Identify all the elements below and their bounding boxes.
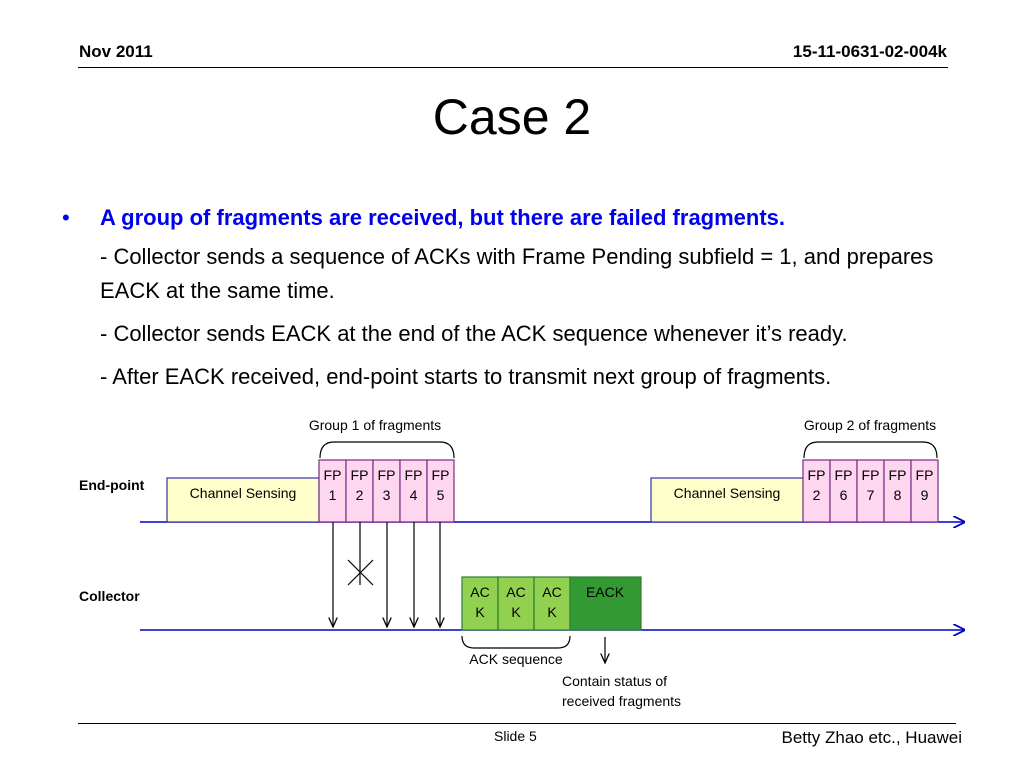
header-date: Nov 2011	[79, 42, 153, 61]
contain-status-line2: received fragments	[562, 693, 681, 709]
fragment-label-top: FP	[808, 467, 826, 483]
sub-point-1: - Collector sends a sequence of ACKs wit…	[100, 244, 934, 303]
ack-box	[533, 576, 571, 631]
fragment-label-bottom: 5	[437, 487, 445, 503]
fragment-box	[372, 459, 401, 523]
ack-label-top: AC	[506, 584, 525, 600]
fragment-box	[883, 459, 912, 523]
ack-sequence-label: ACK sequence	[469, 651, 563, 667]
fragment-label-bottom: 2	[813, 487, 821, 503]
eack-box	[569, 576, 642, 631]
footer-author: Betty Zhao etc., Huawei	[781, 728, 962, 747]
sub-point-2: - Collector sends EACK at the end of the…	[100, 321, 848, 346]
fragment-label-bottom: 2	[356, 487, 364, 503]
fragment-label-top: FP	[889, 467, 907, 483]
fragment-label-bottom: 4	[410, 487, 418, 503]
fragment-label-bottom: 6	[840, 487, 848, 503]
fragment-box	[399, 459, 428, 523]
ack-label-top: AC	[542, 584, 561, 600]
ack-label-bottom: K	[547, 604, 557, 620]
group1-brace	[319, 441, 455, 459]
failed-cross-b	[347, 559, 374, 586]
sub-point-3: - After EACK received, end-point starts …	[100, 364, 832, 389]
fragment-label-top: FP	[378, 467, 396, 483]
fragment-label-top: FP	[835, 467, 853, 483]
contain-status-line1: Contain status of	[562, 673, 667, 689]
channel-sensing-box-2	[650, 477, 805, 523]
fragment-label-bottom: 8	[894, 487, 902, 503]
ack-group: AC K AC K AC K	[461, 576, 571, 631]
header-doc-id: 15-11-0631-02-004k	[792, 42, 947, 61]
ack-label-bottom: K	[475, 604, 485, 620]
ack-label-top: AC	[470, 584, 489, 600]
fragment-label-top: FP	[862, 467, 880, 483]
fragment-label-bottom: 7	[867, 487, 875, 503]
fragment-label-top: FP	[351, 467, 369, 483]
bullet-main-text: A group of fragments are received, but t…	[100, 205, 786, 230]
slide-title: Case 2	[432, 89, 592, 145]
slide-number: Slide 5	[494, 728, 537, 744]
fragment-label-bottom: 9	[921, 487, 929, 503]
fragment-group-2: FP 2 FP 6 FP 7 FP 8 FP 9	[802, 459, 939, 523]
eack-label: EACK	[586, 584, 625, 600]
fragment-label-top: FP	[432, 467, 450, 483]
fragment-label-top: FP	[405, 467, 423, 483]
fragment-box	[318, 459, 347, 523]
fragment-box	[856, 459, 885, 523]
channel-sensing-label-2: Channel Sensing	[674, 485, 781, 501]
header-rule	[78, 67, 948, 68]
fragment-label-bottom: 3	[383, 487, 391, 503]
channel-sensing-label-1: Channel Sensing	[190, 485, 297, 501]
fragment-box	[910, 459, 939, 523]
fragment-label-top: FP	[324, 467, 342, 483]
ack-label-bottom: K	[511, 604, 521, 620]
channel-sensing-box-1	[166, 477, 320, 523]
footer-rule	[78, 723, 956, 724]
fragment-label-top: FP	[916, 467, 934, 483]
endpoint-label: End-point	[79, 477, 145, 493]
bullet-marker: •	[62, 205, 70, 230]
group2-label: Group 2 of fragments	[804, 417, 936, 433]
fragment-group-1: FP 1 FP 2 FP 3 FP 4 FP 5	[318, 459, 455, 523]
group1-label: Group 1 of fragments	[309, 417, 441, 433]
ack-box	[497, 576, 535, 631]
group2-brace	[803, 441, 938, 459]
fragment-label-bottom: 1	[329, 487, 337, 503]
ack-sequence-brace	[461, 635, 571, 649]
collector-label: Collector	[79, 588, 140, 604]
